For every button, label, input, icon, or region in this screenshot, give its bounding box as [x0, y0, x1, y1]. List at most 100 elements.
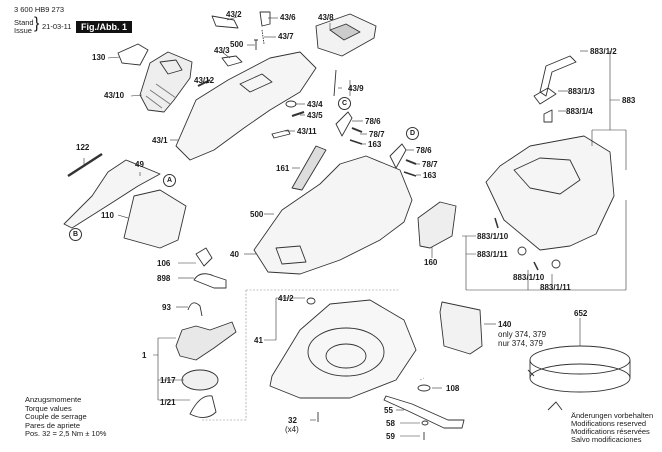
leader-lines [83, 16, 627, 437]
torque-note-line: Torque values [25, 404, 72, 413]
callout-898[interactable]: 898 [157, 274, 171, 283]
part-43-4-knob [285, 100, 297, 108]
marker-d: D [406, 127, 419, 140]
callout-41-2[interactable]: 41/2 [278, 294, 294, 303]
callout-43-3[interactable]: 43/3 [214, 46, 230, 55]
part-93-clip [187, 302, 203, 317]
stand-label: Stand [14, 18, 34, 27]
callout-78-7-c[interactable]: 78/7 [369, 130, 385, 139]
callout-78-7-d[interactable]: 78/7 [422, 160, 438, 169]
callout-883-1-2[interactable]: 883/1/2 [590, 47, 617, 56]
part-58-washer [421, 420, 429, 426]
callout-500-a[interactable]: 500 [230, 40, 244, 49]
torque-note-line: Pos. 32 = 2,5 Nm ± 10% [25, 429, 107, 438]
part-43-9-spring [333, 69, 337, 97]
part-163-screw-c [349, 139, 363, 145]
marker-b: B [69, 228, 82, 241]
callout-41[interactable]: 41 [254, 336, 263, 345]
callout-163-c[interactable]: 163 [368, 140, 382, 149]
callout-1-17[interactable]: 1/17 [160, 376, 176, 385]
callout-43-10[interactable]: 43/10 [104, 91, 125, 100]
part-883-1-10-pin-a [494, 217, 499, 229]
callout-58[interactable]: 58 [386, 419, 395, 428]
callout-78-6-c[interactable]: 78/6 [365, 117, 381, 126]
part-106-switch [195, 247, 213, 267]
callout-130[interactable]: 130 [92, 53, 106, 62]
part-108-washer [417, 384, 431, 392]
part-160-flap [417, 201, 457, 249]
callout-883-1-3[interactable]: 883/1/3 [568, 87, 595, 96]
callout-43-12[interactable]: 43/12 [194, 76, 215, 85]
part-883-1-3-clip [533, 87, 557, 105]
callout-1-21[interactable]: 1/21 [160, 398, 176, 407]
callout-883-1-10-a[interactable]: 883/1/10 [477, 232, 509, 241]
callout-43-4[interactable]: 43/4 [307, 100, 323, 109]
callout-55[interactable]: 55 [384, 406, 393, 415]
callout-883-1-11-a[interactable]: 883/1/11 [477, 250, 508, 259]
issue-date: 21-03-11 [42, 22, 72, 31]
callout-108[interactable]: 108 [446, 384, 460, 393]
callout-883-1-10-b[interactable]: 883/1/10 [513, 273, 545, 282]
part-78-6-clip-d [389, 143, 407, 169]
callout-160[interactable]: 160 [424, 258, 438, 267]
part-78-7-pin-c [351, 127, 363, 133]
part-41-2-nut [306, 297, 316, 305]
part-1-motor [175, 321, 237, 361]
marker-c: C [338, 97, 351, 110]
callout-122[interactable]: 122 [76, 143, 90, 152]
part-163-screw-d [403, 171, 417, 177]
part-161-guide [291, 145, 327, 191]
callout-32[interactable]: 32 [288, 416, 297, 425]
callout-78-6-d[interactable]: 78/6 [416, 146, 432, 155]
part-140-display [439, 301, 483, 355]
torque-note-line: Couple de serrage [25, 412, 87, 421]
callout-43-11[interactable]: 43/11 [297, 127, 317, 136]
callout-40[interactable]: 40 [230, 250, 239, 259]
marker-a: A [163, 174, 176, 187]
part-898-wiring [193, 273, 227, 289]
callout-43-9[interactable]: 43/9 [348, 84, 364, 93]
part-43-6-clip [259, 11, 271, 27]
part-43-10-cover [139, 51, 193, 113]
callout-883[interactable]: 883 [622, 96, 636, 105]
part-40-housing [253, 155, 413, 275]
part-652-cable [529, 345, 631, 375]
callout-500-b[interactable]: 500 [250, 210, 264, 219]
part-1-21-belt [189, 395, 217, 418]
callout-93[interactable]: 93 [162, 303, 171, 312]
part-78-7-pin-d [405, 159, 417, 165]
callout-43-1[interactable]: 43/1 [152, 136, 168, 145]
callout-59[interactable]: 59 [386, 432, 395, 441]
part-883-grassbox [485, 135, 615, 251]
callout-110[interactable]: 110 [101, 211, 114, 220]
callout-140[interactable]: 140 [498, 320, 512, 329]
callout-43-8[interactable]: 43/8 [318, 13, 334, 22]
callout-883-1-4[interactable]: 883/1/4 [566, 107, 593, 116]
part-43-1-frame [175, 51, 317, 161]
part-43-2-bracket [211, 15, 239, 29]
brace-symbol: } [34, 15, 40, 32]
callout-161[interactable]: 161 [276, 164, 290, 173]
part-1-17-fan [181, 369, 219, 391]
part-55-blade [383, 395, 465, 429]
callout-163-d[interactable]: 163 [423, 171, 437, 180]
callout-140-note-de: nur 374, 379 [498, 339, 543, 348]
issue-label: Issue [14, 26, 32, 35]
modifications-note-line: Salvo modificaciones [571, 435, 642, 444]
part-43-3-latch [221, 55, 243, 67]
callout-43-5[interactable]: 43/5 [307, 111, 323, 120]
callout-1[interactable]: 1 [142, 351, 147, 360]
part-78-6-clip-c [335, 111, 353, 137]
callout-652[interactable]: 652 [574, 309, 588, 318]
part-883-1-2-handle [539, 55, 577, 97]
callout-106[interactable]: 106 [157, 259, 171, 268]
callout-43-6[interactable]: 43/6 [280, 13, 296, 22]
callout-883-1-11-b[interactable]: 883/1/11 [540, 283, 571, 292]
callout-32-quantity: (x4) [285, 425, 299, 434]
document-number: 3 600 HB9 273 [14, 5, 65, 14]
part-122-rod [67, 152, 103, 178]
modifications-note-line: Änderungen vorbehalten [571, 411, 654, 420]
callout-43-2[interactable]: 43/2 [226, 10, 242, 19]
callout-49[interactable]: 49 [135, 160, 144, 169]
callout-43-7[interactable]: 43/7 [278, 32, 294, 41]
